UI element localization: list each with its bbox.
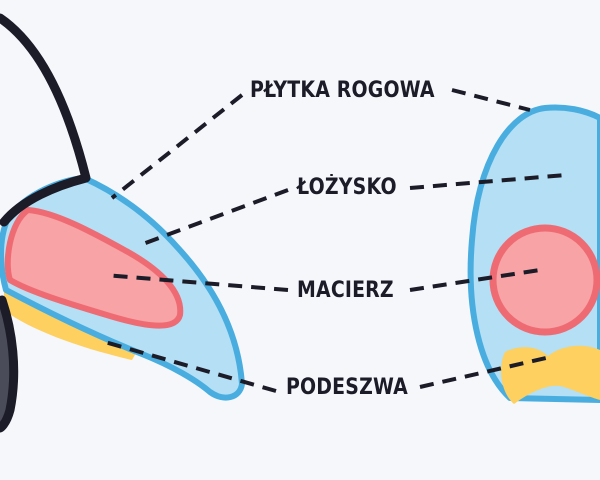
label-nail-plate: PŁYTKA ROGOWA [250, 78, 435, 103]
leader-lozysko-right [409, 173, 567, 190]
label-matrix: MACIERZ [297, 278, 394, 303]
toe-outline [0, 13, 91, 227]
leader-lines [104, 88, 567, 393]
leader-plytka-left [110, 93, 244, 200]
leader-podeszwa-left [104, 340, 277, 393]
toe-pad-outline [0, 295, 19, 433]
label-sole: PODESZWA [286, 375, 408, 400]
matrix-front [489, 224, 600, 336]
label-nail-bed: ŁOŻYSKO [297, 175, 397, 200]
sole-front [501, 345, 600, 404]
toe-pad [0, 305, 11, 425]
toe-skin [0, 20, 84, 222]
leader-plytka-right [451, 88, 531, 112]
leader-lozysko-left [139, 188, 289, 247]
matrix-side [4, 207, 184, 329]
claw-side-view [0, 13, 245, 433]
leader-macierz-left [104, 273, 289, 292]
